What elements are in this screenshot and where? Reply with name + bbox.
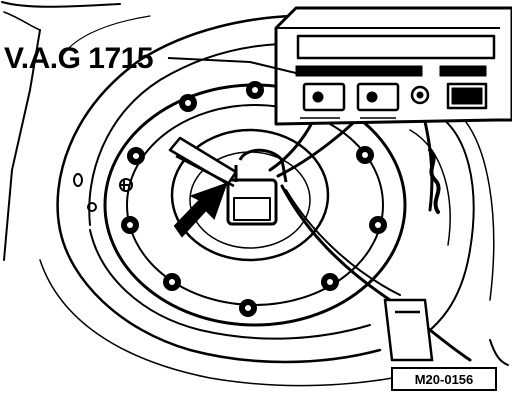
callout-leader: [167, 57, 301, 75]
tank-well-contour: [39, 14, 509, 387]
tester-display: [296, 34, 496, 60]
release-lever: [168, 136, 238, 188]
fuel-sender-unit: [170, 128, 330, 262]
vag-1715-multimeter: [274, 6, 512, 126]
pointer-arrow: [173, 182, 228, 238]
tester-socket-v: [356, 82, 400, 112]
figure-ref: M20-0156: [415, 372, 474, 387]
floor-features: [73, 173, 133, 212]
figure-ref-box: M20-0156: [391, 367, 497, 391]
body-panel-seam: [1, 1, 151, 261]
probe-rod: [383, 298, 434, 362]
tool-label: V.A.G 1715: [4, 42, 153, 75]
tester-socket-com: [302, 82, 346, 112]
